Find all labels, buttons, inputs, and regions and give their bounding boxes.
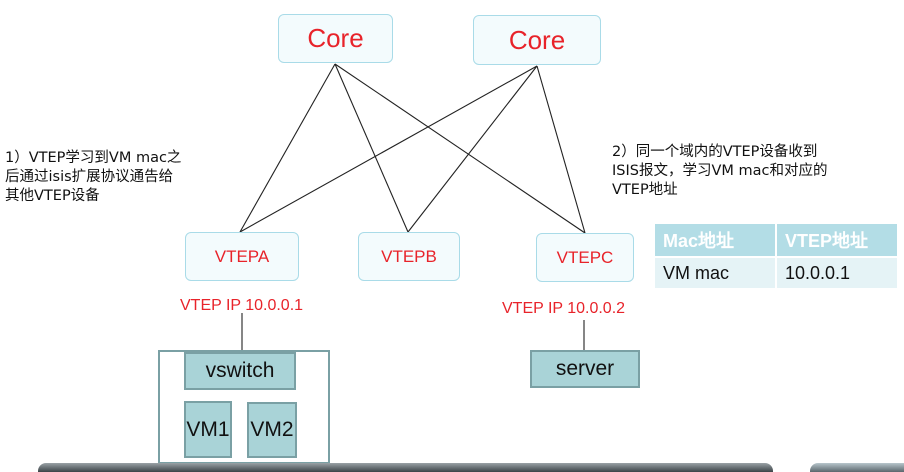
link-core1-vtepc bbox=[334, 63, 586, 234]
note-right-line: ISIS报文，学习VM mac和对应的 bbox=[612, 163, 828, 179]
mac-table-header: Mac地址 bbox=[655, 224, 776, 257]
mac-table-header-row: Mac地址 VTEP地址 bbox=[655, 224, 897, 257]
bottom-edge-bar-right bbox=[810, 463, 904, 472]
mac-table-cell: 10.0.0.1 bbox=[775, 256, 897, 288]
vtepc-ip-label: VTEP IP 10.0.0.2 bbox=[502, 300, 626, 317]
note-left: 1）VTEP学习到VM mac之 后通过isis扩展协议通告给 其他VTEP设备 bbox=[5, 149, 181, 206]
mac-table-cell: VM mac bbox=[655, 256, 776, 288]
vtep-node-a: VTEPA bbox=[185, 232, 299, 281]
vtepa-ip-label: VTEP IP 10.0.0.1 bbox=[180, 297, 304, 314]
mac-table: Mac地址 VTEP地址 VM mac 10.0.0.1 bbox=[655, 224, 897, 288]
vswitch-box: vswitch bbox=[184, 352, 296, 390]
link-core1-vtepa bbox=[239, 63, 336, 233]
link-core1-vtepb bbox=[334, 63, 409, 233]
core-node-1-label: Core bbox=[307, 23, 364, 53]
vm1-box: VM1 bbox=[184, 401, 232, 458]
mac-table-header: VTEP地址 bbox=[775, 224, 897, 257]
note-left-line: 后通过isis扩展协议通告给 bbox=[5, 169, 174, 185]
note-right: 2）同一个域内的VTEP设备收到 ISIS报文，学习VM mac和对应的 VTE… bbox=[612, 143, 827, 200]
core-node-1: Core bbox=[278, 14, 393, 63]
vtep-node-c: VTEPC bbox=[536, 233, 634, 282]
vswitch-label: vswitch bbox=[205, 359, 275, 382]
server-label: server bbox=[555, 357, 615, 380]
note-right-line: VTEP地址 bbox=[612, 182, 678, 198]
core-node-2: Core bbox=[473, 15, 601, 65]
link-core2-vtepb bbox=[407, 65, 538, 233]
vtep-node-c-label: VTEPC bbox=[556, 247, 614, 267]
table-row: VM mac 10.0.0.1 bbox=[655, 256, 897, 288]
vm2-box: VM2 bbox=[247, 402, 297, 458]
vm2-label: VM2 bbox=[250, 418, 294, 441]
vtep-node-a-label: VTEPA bbox=[214, 246, 270, 266]
vm1-label: VM1 bbox=[186, 417, 230, 441]
link-core2-vtepc bbox=[536, 65, 586, 234]
note-right-line: 2）同一个域内的VTEP设备收到 bbox=[612, 144, 818, 160]
server-box: server bbox=[530, 350, 640, 388]
bottom-edge-bar bbox=[38, 463, 773, 472]
vtep-node-b-label: VTEPB bbox=[381, 246, 437, 266]
note-left-line: 1）VTEP学习到VM mac之 bbox=[5, 150, 182, 166]
core-node-2-label: Core bbox=[508, 24, 566, 55]
note-left-line: 其他VTEP设备 bbox=[5, 188, 100, 204]
link-core2-vtepa bbox=[239, 65, 538, 233]
vtep-node-b: VTEPB bbox=[358, 232, 460, 281]
